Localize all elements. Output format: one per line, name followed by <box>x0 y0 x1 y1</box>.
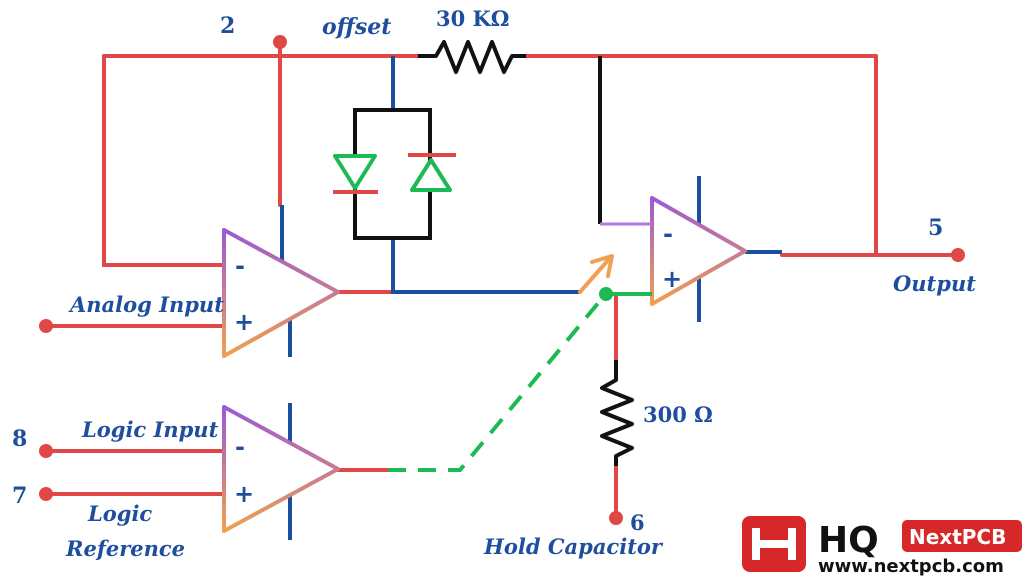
analog-input-terminal <box>39 319 53 333</box>
output-terminal <box>951 248 965 262</box>
analog-input-label: Analog Input <box>68 292 224 317</box>
resistor-300-label: 300 Ω <box>643 402 713 427</box>
logo-icon-glyph <box>752 528 796 560</box>
logic-input-terminal <box>39 444 53 458</box>
resistor-30k <box>418 40 526 74</box>
amp2-minus-sign: - <box>663 220 673 248</box>
op-amp-input <box>222 228 340 358</box>
amp1-plus-sign: + <box>234 308 254 336</box>
resistor-300 <box>600 360 634 466</box>
pin-7-label: 7 <box>12 483 27 509</box>
pin-6-label: 6 <box>630 510 645 535</box>
left-feedback-wire <box>102 54 226 267</box>
diode-right <box>408 153 456 192</box>
terminals <box>39 35 965 525</box>
amp3-plus-sign: + <box>234 480 254 508</box>
blue-wires <box>280 56 782 540</box>
offset-label: offset <box>322 14 391 40</box>
output-label: Output <box>893 271 976 296</box>
resistor-30k-label: 30 KΩ <box>436 6 509 31</box>
pin-5-label: 5 <box>928 215 943 241</box>
logic-input-label: Logic Input <box>81 417 219 442</box>
op-amp-logic <box>222 405 340 533</box>
amp1-minus-sign: - <box>235 252 245 280</box>
red-wires <box>44 40 960 520</box>
logo-brand-box <box>902 520 1022 552</box>
logic-reference-terminal <box>39 487 53 501</box>
hold-terminal <box>609 511 623 525</box>
pin2-terminal <box>273 35 287 49</box>
logic-reference-label-line1: Logic <box>87 501 152 526</box>
switch-control-dashed <box>388 294 606 472</box>
hold-capacitor-label: Hold Capacitor <box>483 534 664 559</box>
nextpcb-logo: HQ NextPCB www.nextpcb.com <box>742 516 1022 576</box>
logo-url-text: www.nextpcb.com <box>818 556 1004 576</box>
diode-bottom-wire <box>391 238 580 294</box>
logic-reference-label-line2: Reference <box>65 536 185 561</box>
logo-hq-text: HQ <box>818 520 879 561</box>
op-amp-output <box>650 196 747 306</box>
pin-8-label: 8 <box>12 426 27 452</box>
switch-node-dot <box>599 287 613 301</box>
amp3-minus-sign: - <box>235 433 245 461</box>
switch-arrow <box>578 256 612 294</box>
diode-left <box>333 154 378 194</box>
switch-arrow-head <box>590 254 614 278</box>
amp2-plus-sign: + <box>662 265 682 293</box>
pin-2-label: 2 <box>220 13 235 39</box>
diode-box <box>353 108 432 240</box>
logo-brand-text: NextPCB <box>909 525 1006 549</box>
